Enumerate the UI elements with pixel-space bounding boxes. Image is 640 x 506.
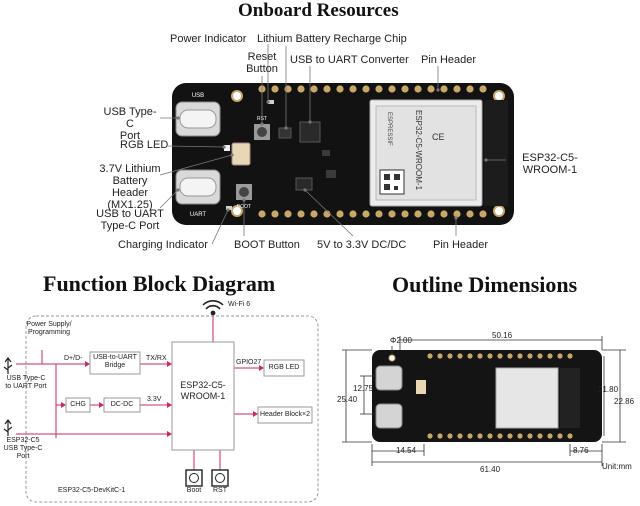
board-illustration: USB UART RST BOOT ESPRESSIF ESP32-C5-WRO…: [159, 44, 514, 245]
board-outline: [25, 315, 319, 503]
dcdc-chip: [295, 177, 313, 191]
boot-button-graphic: [236, 184, 252, 200]
wifi-icon: [202, 300, 224, 316]
onboard-resources-title: Onboard Resources: [238, 0, 399, 21]
callout-dots: [176, 88, 488, 220]
bottom-pin-row: [258, 210, 487, 218]
module-label: ESP32-C5- WROOM-1: [522, 152, 578, 176]
recharge-chip: [278, 127, 292, 139]
unit-label: Unit:mm: [602, 462, 632, 471]
uart-converter-chip: [299, 121, 321, 143]
usb-icon: [3, 419, 13, 436]
port1-label: USB Type-C to UART Port: [5, 375, 47, 390]
lithium-recharge-chip-label: Lithium Battery Recharge Chip: [257, 33, 407, 45]
mcu-label: ESP32-C5- WROOM-1: [180, 380, 226, 401]
outline-usb2: [375, 403, 403, 429]
h2-dim: 25.40: [337, 395, 358, 404]
chg-label: CHG: [70, 401, 86, 408]
outline-battery-header: [416, 380, 426, 394]
bridge-label: USB-to-UART Bridge: [93, 354, 137, 369]
battery-header: [231, 142, 251, 166]
arrowheads: [61, 361, 264, 437]
v33-label: 3.3V: [147, 396, 162, 403]
board-name-label: ESP32-C5-DevKitC-1: [58, 487, 126, 494]
usb-icon: [3, 357, 13, 374]
power-supply-label: Power Supply/ Programming: [26, 321, 72, 336]
usb-c-connectors: [175, 101, 221, 205]
connections: [16, 350, 264, 470]
width-dim: 50.16: [492, 331, 513, 340]
usb-typec-port-label: USB Type-C Port: [103, 106, 157, 142]
callout-lines: [159, 44, 506, 245]
dimension-lines: [342, 336, 626, 466]
dcdc-label: 5V to 3.3V DC/DC: [317, 239, 407, 251]
charging-indicator-label: Charging Indicator: [118, 239, 208, 251]
h4-dim: 22.86: [614, 397, 635, 406]
left-dim: 14.54: [396, 446, 417, 455]
pin-header-bottom-label: Pin Header: [433, 239, 489, 251]
outline-drawing: [342, 336, 626, 466]
usb-uart-typec-port-label: USB to UART Type-C Port: [96, 208, 164, 232]
dcdc-block: [103, 397, 141, 413]
reset-button-graphic: [254, 124, 270, 140]
function-block-title: Function Block Diagram: [43, 271, 276, 296]
rgb-led-label: RGB LED: [120, 139, 169, 151]
power-led: [268, 100, 274, 104]
module-qr: [379, 169, 405, 195]
mcu-block: [171, 341, 235, 451]
dcdc-block-label: DC-DC: [110, 401, 134, 408]
silk-uart: UART: [190, 212, 207, 218]
rgb-led-part: [224, 145, 230, 151]
boot-button-label: BOOT Button: [234, 239, 300, 251]
outline-bottom-pins: [427, 433, 573, 439]
top-pin-row: [258, 85, 487, 93]
header-block-label: Header Block×2: [259, 411, 310, 418]
outline-dimensions-title: Outline Dimensions: [392, 272, 578, 297]
antenna-area: [484, 100, 508, 206]
hole-dim: Φ2.00: [390, 336, 412, 345]
outline-top-pins: [427, 353, 573, 359]
txrx-label: TX/RX: [146, 355, 167, 362]
header-block: [257, 406, 313, 424]
outline-usb1: [375, 365, 403, 391]
h1-dim: 12.75: [353, 384, 374, 393]
reset-button-label: Reset Button: [246, 51, 278, 75]
right-dim: 8.76: [573, 446, 589, 455]
smd-part: [322, 150, 330, 156]
boot-label: Boot: [186, 487, 202, 494]
usb-uart-converter-label: USB to UART Converter: [290, 54, 409, 66]
outline-hole: [388, 354, 396, 362]
rst-label: RST: [213, 487, 227, 494]
module-brand: ESPRESSIF: [386, 112, 392, 146]
rgb-block: [263, 359, 305, 377]
port2-label: ESP32-C5 USB Type-C Port: [3, 437, 43, 460]
chg-block: [65, 397, 91, 413]
charge-led: [226, 206, 232, 210]
wifi-label: Wi-Fi 6: [228, 301, 251, 308]
power-indicator-label: Power Indicator: [170, 33, 247, 45]
boot-button-icon: [185, 469, 203, 487]
module-ce-mark: CE: [432, 132, 445, 142]
outline-module: [495, 367, 559, 429]
dpdm-label: D+/D-: [64, 355, 83, 362]
smd-part: [326, 170, 336, 178]
outline-antenna: [560, 368, 580, 428]
total-dim: 61.40: [480, 465, 501, 474]
module-model: ESP32-C5-WROOM-1: [414, 110, 423, 191]
h3-dim: 21.80: [598, 385, 619, 394]
lithium-header-label: 3.7V Lithium Battery Header (MX1.25): [99, 163, 161, 211]
rst-button-icon: [211, 469, 229, 487]
function-block-diagram: [3, 300, 319, 503]
silk-usb: USB: [192, 93, 204, 99]
gpio-label: GPIO27: [236, 359, 262, 366]
bridge-block: [89, 351, 141, 375]
rgb-block-label: RGB LED: [268, 364, 300, 371]
pin-header-top-label: Pin Header: [421, 54, 477, 66]
